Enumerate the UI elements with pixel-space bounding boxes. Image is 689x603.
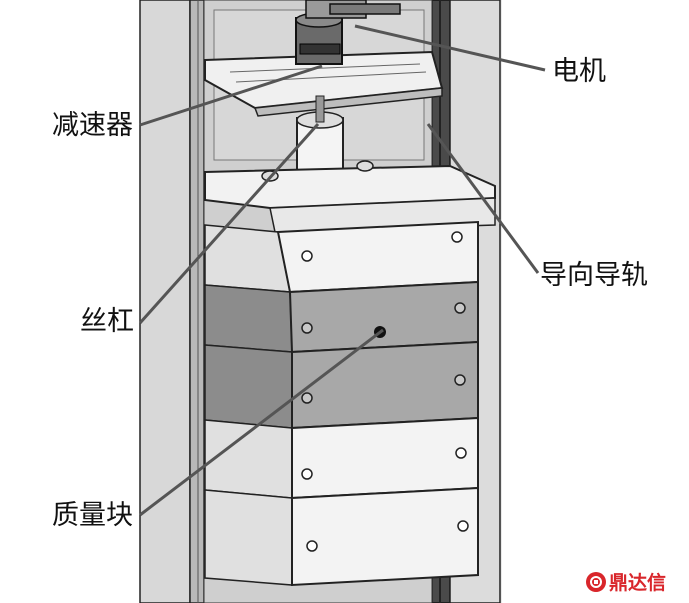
leader-lines [138, 24, 546, 517]
leader-mass-block [139, 328, 384, 517]
watermark: 鼎达信 [586, 568, 666, 595]
mass-block-5 [204, 486, 479, 587]
leader-lead-screw [138, 122, 320, 325]
motor-plate [204, 50, 444, 117]
label-mass-block: 质量块 [52, 500, 133, 531]
watermark-logo-icon [586, 571, 606, 592]
label-lead-screw: 丝杠 [80, 306, 134, 337]
label-reducer: 减速器 [52, 110, 133, 141]
label-guide-rail: 导向导轨 [540, 260, 648, 291]
leader-motor [354, 24, 546, 72]
left-frame-column [139, 0, 205, 603]
mass-block-3 [204, 340, 479, 430]
label-motor: 电机 [552, 56, 606, 87]
leader-reducer [139, 64, 323, 127]
mass-block-1 [204, 220, 479, 294]
mass-block-2 [204, 280, 479, 354]
motor-body [295, 0, 401, 65]
leader-guide-rail [426, 123, 540, 274]
mass-block-4 [204, 416, 479, 500]
watermark-text: 鼎达信 [609, 572, 667, 594]
